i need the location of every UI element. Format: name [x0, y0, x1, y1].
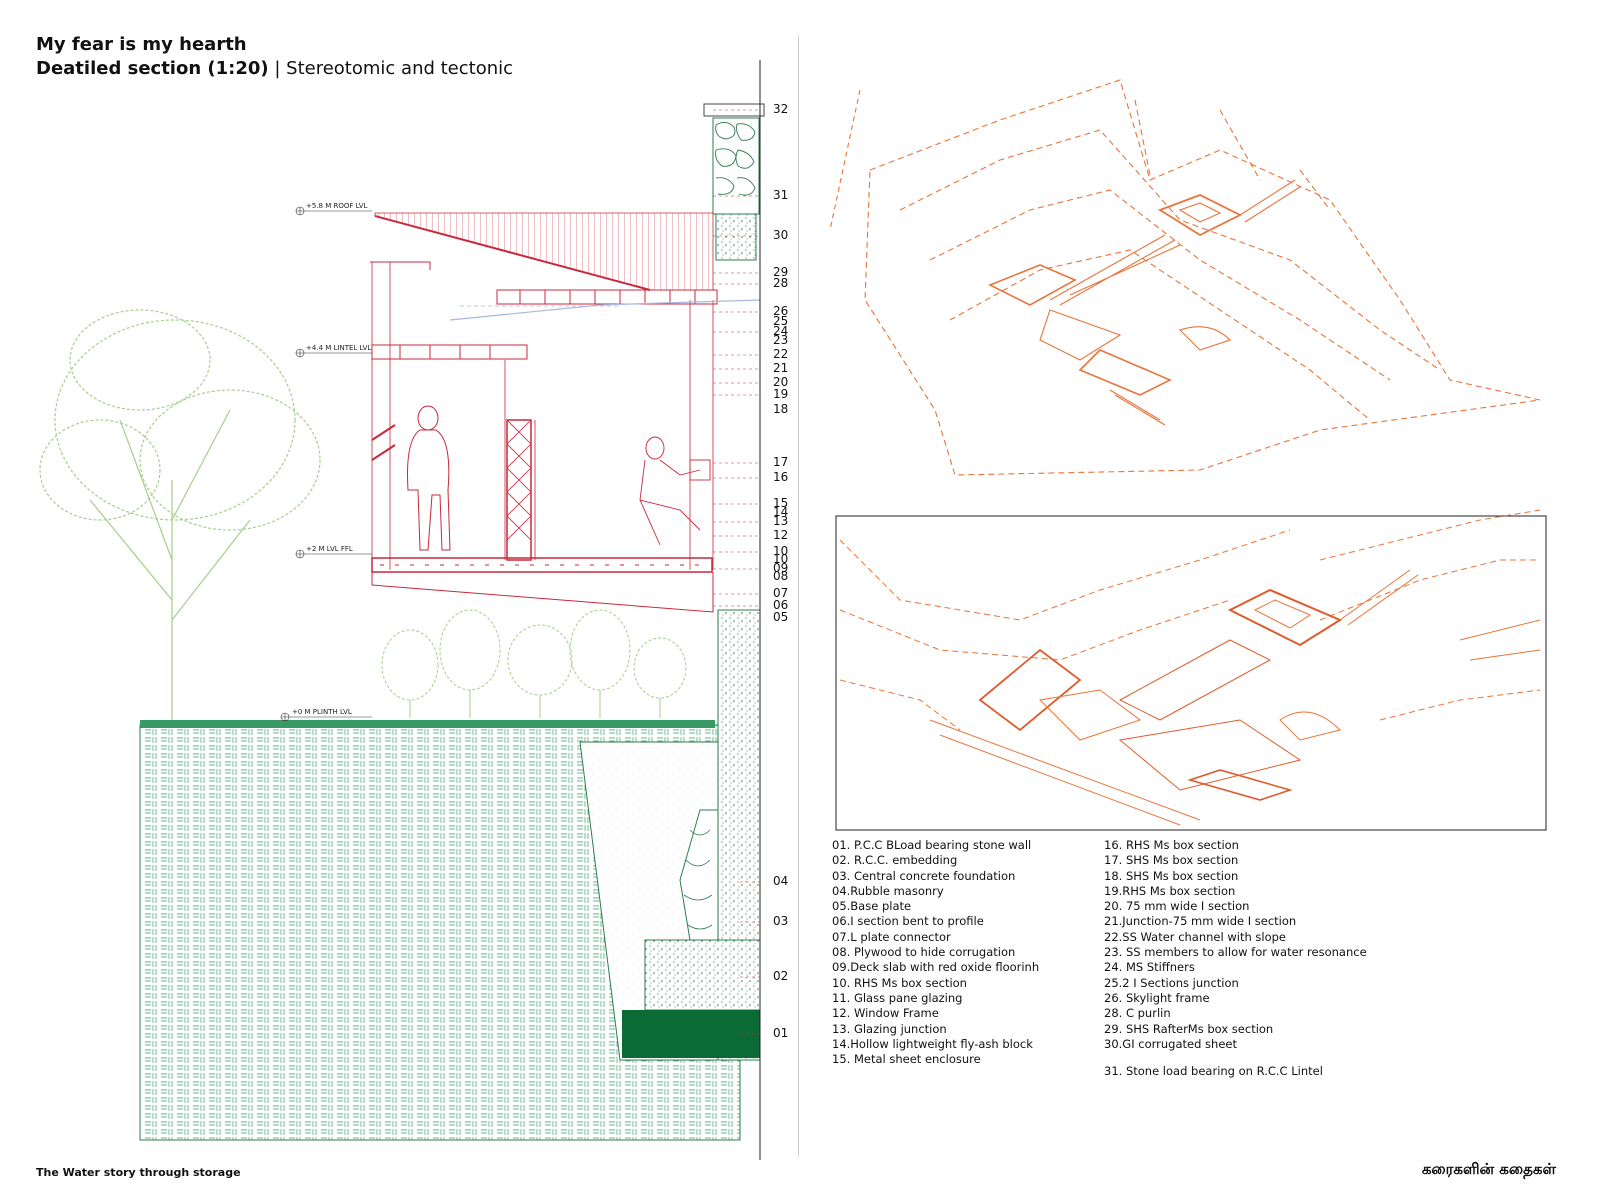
callout-08: 08 [773, 569, 788, 583]
callout-31: 31 [773, 188, 788, 202]
callout-21: 21 [773, 361, 788, 375]
legend-item: 05.Base plate [832, 899, 912, 914]
callout-29: 29 [773, 265, 788, 279]
legend-item: 22.SS Water channel with slope [1104, 929, 1287, 944]
callout-14: 14 [773, 505, 788, 519]
callout-numbers: 32 31 30 29 28 26 25 24 23 22 21 20 19 1… [773, 102, 788, 1040]
pcc-foundation [622, 1010, 760, 1058]
legend-item: 14.Hollow lightweight fly-ash block [832, 1036, 1033, 1051]
legend-item: 12. Window Frame [832, 1006, 939, 1021]
legend-item: 08. Plywood to hide corrugation [832, 945, 1016, 960]
legend-item: 21.Junction-75 mm wide I section [1104, 914, 1297, 929]
callout-20: 20 [773, 375, 788, 389]
legend-item: 03. Central concrete foundation [832, 868, 1016, 883]
callout-30: 30 [773, 228, 788, 242]
callout-23: 23 [773, 333, 788, 347]
callout-04: 04 [773, 874, 788, 888]
legend-item: 29. SHS RafterMs box section [1104, 1021, 1274, 1036]
callout-05: 05 [773, 610, 788, 624]
shrubs-illustration [381, 609, 687, 718]
callout-28: 28 [773, 276, 788, 290]
legend-item: 07.L plate connector [832, 929, 951, 944]
legend-item: 25.2 I Sections junction [1104, 975, 1239, 990]
callout-03: 03 [773, 914, 788, 928]
callout-10: 10 [773, 544, 788, 558]
callout-13: 13 [773, 514, 788, 528]
legend-item: 04.Rubble masonry [832, 883, 944, 898]
legend-item: 19.RHS Ms box section [1104, 883, 1236, 898]
subtitle-bold: Deatiled section (1:20) [36, 58, 269, 79]
roof-assembly [370, 212, 718, 360]
legend-item: 17. SHS Ms box section [1104, 853, 1239, 868]
legend-item: 15. Metal sheet enclosure [832, 1052, 981, 1067]
subtitle-rest: | Stereotomic and tectonic [274, 58, 514, 79]
legend-item: 28. C purlin [1104, 1006, 1171, 1021]
axonometric-view-bottom [839, 509, 1541, 826]
standing-person [407, 405, 451, 551]
interior-frame [371, 262, 761, 570]
callout-10b: 10 [773, 552, 788, 566]
callout-07: 07 [773, 586, 788, 600]
legend-extra-item: 31. Stone load bearing on R.C.C Lintel [1104, 1064, 1323, 1078]
legend-item: 23. SS members to allow for water resona… [1104, 945, 1367, 960]
stone-chimney [712, 117, 760, 215]
ground-top-grass [140, 720, 715, 728]
footer-right-caption: கரைகளின் கதைகள் [1421, 1160, 1556, 1178]
callout-12: 12 [773, 528, 788, 542]
callout-17: 17 [773, 455, 788, 469]
callout-15: 15 [773, 496, 788, 510]
legend-item: 09.Deck slab with red oxide floorinh [832, 960, 1040, 975]
legend-item: 20. 75 mm wide I section [1104, 899, 1250, 914]
callout-24: 24 [773, 324, 788, 338]
callout-18: 18 [773, 402, 788, 416]
callout-06: 06 [773, 598, 788, 612]
legend-item: 18. SHS Ms box section [1104, 868, 1239, 883]
page-title: My fear is my hearth [36, 34, 247, 55]
level-markers [280, 206, 372, 722]
footer-left-caption: The Water story through storage [36, 1166, 241, 1179]
legend-item: 10. RHS Ms box section [832, 975, 967, 990]
level-plinth-label: +0 M PLINTH LVL [292, 708, 352, 716]
axonometric-frame [835, 515, 1547, 831]
legend-item: 11. Glass pane glazing [832, 990, 963, 1005]
rcc-embedding [644, 939, 761, 1011]
chimney-lower [715, 213, 757, 261]
legend-item: 06.I section bent to profile [832, 914, 984, 929]
legend-item: 24. MS Stiffners [1104, 960, 1195, 975]
legend-item: 26. Skylight frame [1104, 990, 1210, 1005]
level-roof-label: +5.8 M ROOF LVL [306, 202, 368, 210]
deck-slab [371, 557, 714, 613]
legend-item: 02. R.C.C. embedding [832, 853, 958, 868]
legend-item: 30.GI corrugated sheet [1104, 1036, 1237, 1051]
callout-25: 25 [773, 314, 788, 328]
callout-19: 19 [773, 387, 788, 401]
level-ffl-label: +2 M LVL FFL [306, 545, 353, 553]
callout-09: 09 [773, 561, 788, 575]
callout-22: 22 [773, 347, 788, 361]
page-subtitle: Deatiled section (1:20) | Stereotomic an… [36, 58, 513, 79]
callout-01: 01 [773, 1026, 788, 1040]
axonometric-view-top [829, 79, 1541, 476]
callout-32: 32 [773, 102, 788, 116]
legend-item: 16. RHS Ms box section [1104, 838, 1239, 852]
level-lintel-label: +4.4 M LINTEL LVL [306, 344, 371, 352]
callout-02: 02 [773, 969, 788, 983]
callout-26: 26 [773, 304, 788, 318]
seated-person [639, 436, 711, 546]
callout-16: 16 [773, 470, 788, 484]
vertical-divider [798, 36, 799, 1156]
legend-item: 01. P.C.C BLoad bearing stone wall [832, 838, 1032, 852]
legend-item: 13. Glazing junction [832, 1021, 947, 1036]
